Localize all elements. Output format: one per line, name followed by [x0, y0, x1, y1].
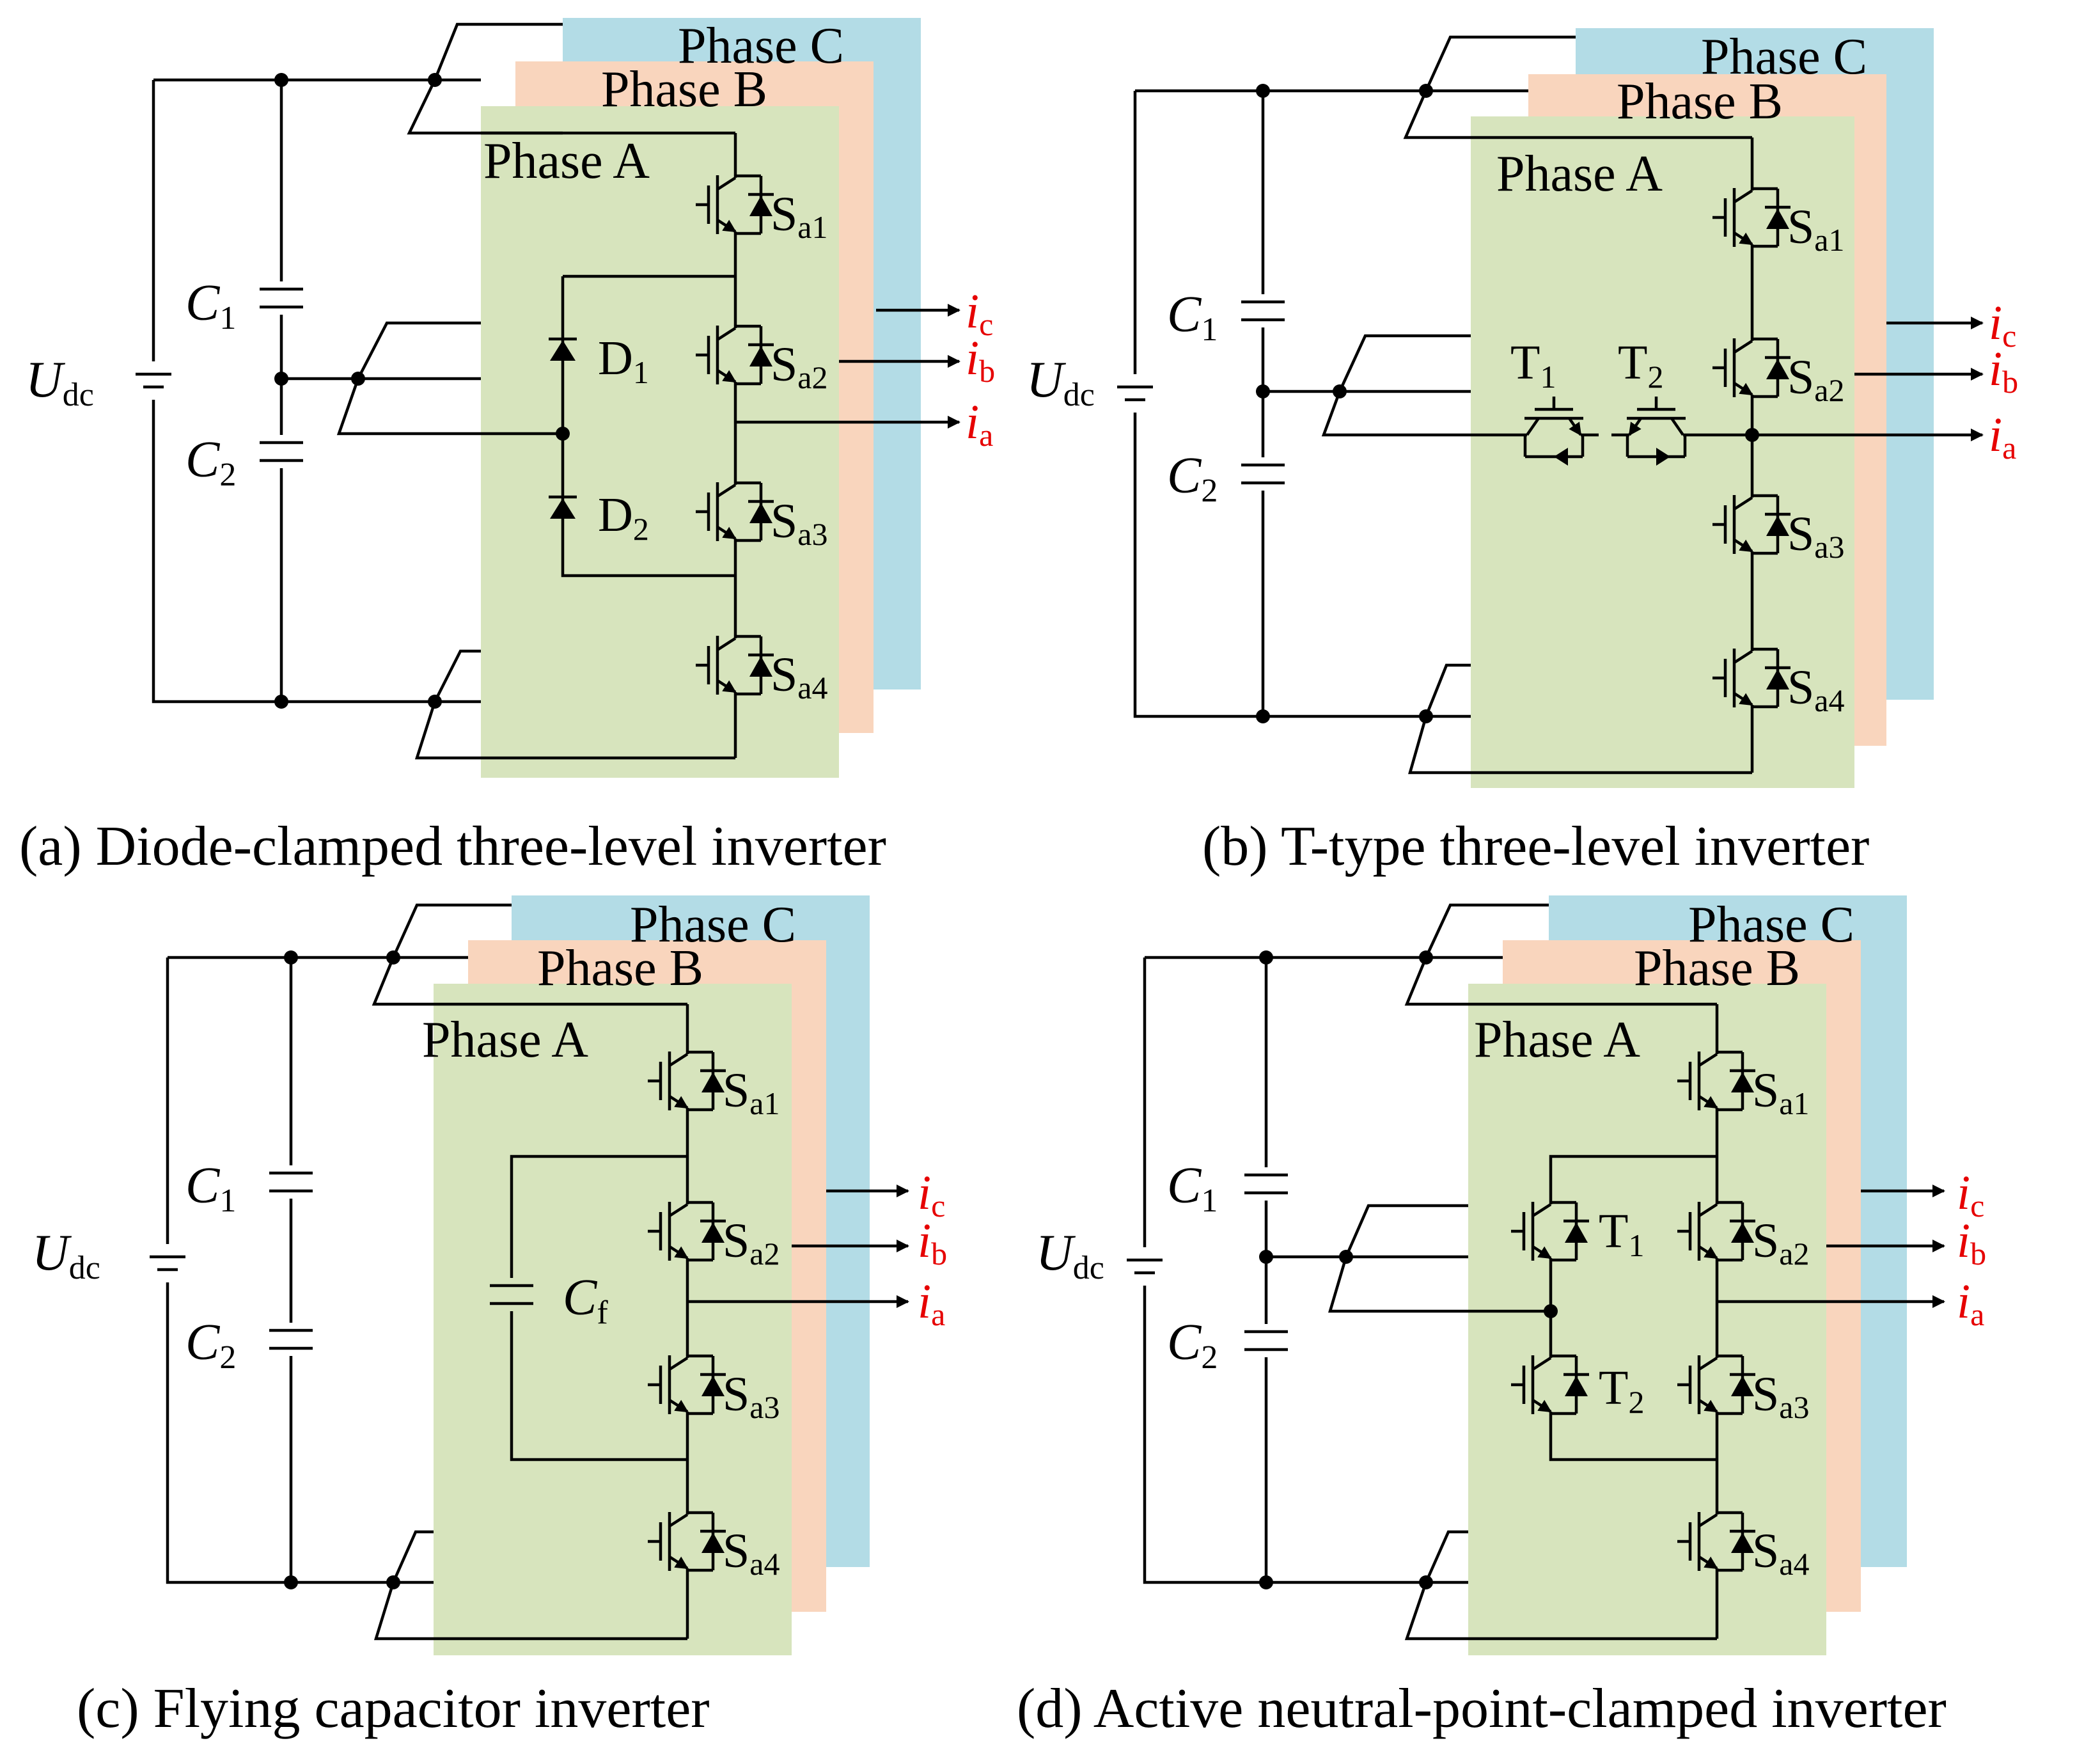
cap-label-c1: C1: [185, 275, 236, 336]
phase-a-plate: [1468, 984, 1826, 1655]
phase-c-label: Phase C: [678, 18, 844, 74]
udc-label: Udc: [32, 1225, 100, 1286]
panel-d: Phase C Phase B Phase A Sa1 Sa2 Sa3: [1017, 895, 1986, 1740]
aux-label-t2: T2: [1599, 1361, 1644, 1420]
phase-a-label: Phase A: [1474, 1012, 1640, 1068]
current-label-ic: ic: [1989, 296, 2016, 354]
current-label-ic: ic: [918, 1166, 945, 1224]
switch-label-sa4: Sa4: [723, 1524, 780, 1582]
switch-label-sa3: Sa3: [1752, 1367, 1809, 1425]
caption-d: (d) Active neutral-point-clamped inverte…: [1017, 1678, 1947, 1740]
switch-label-sa1: Sa1: [723, 1064, 780, 1121]
switch-label-sa3: Sa3: [723, 1367, 780, 1425]
udc-label: Udc: [1036, 1225, 1104, 1286]
aux-label-t1: T1: [1599, 1204, 1644, 1263]
switch-label-sa3: Sa3: [1787, 507, 1844, 565]
switch-label-sa1: Sa1: [1752, 1064, 1809, 1121]
current-label-ib: ib: [1989, 342, 2018, 400]
phase-a-label: Phase A: [1496, 146, 1663, 202]
switch-label-sa4: Sa4: [771, 648, 827, 705]
cap-label-c2: C2: [185, 432, 236, 493]
udc-label: Udc: [26, 352, 94, 413]
aux-label-t1: T1: [1510, 336, 1556, 395]
current-label-ia: ia: [1957, 1275, 1984, 1332]
panel-b: Phase C Phase B Phase A Sa1 Sa2 Sa: [1026, 28, 2018, 878]
current-label-ib: ib: [1957, 1214, 1986, 1272]
current-label-ia: ia: [1989, 408, 2016, 466]
current-label-ic: ic: [1957, 1166, 1984, 1224]
phase-b-label: Phase B: [1634, 940, 1800, 997]
phase-a-label: Phase A: [483, 133, 650, 189]
cap-label-c1: C1: [185, 1158, 236, 1219]
aux-label-t2: T2: [1618, 336, 1663, 395]
switch-label-sa2: Sa2: [1787, 351, 1844, 408]
caption-c: (c) Flying capacitor inverter: [77, 1678, 710, 1740]
switch-label-sa1: Sa1: [771, 187, 827, 245]
phase-a-label: Phase A: [422, 1012, 588, 1068]
cap-label-c1: C1: [1167, 287, 1218, 348]
switch-label-sa2: Sa2: [771, 338, 827, 395]
switch-label-sa3: Sa3: [771, 494, 827, 552]
phase-c-label: Phase C: [630, 897, 796, 953]
cap-label-c2: C2: [1167, 1314, 1218, 1376]
current-label-ib: ib: [966, 331, 995, 389]
current-label-ia: ia: [966, 395, 993, 453]
panel-a: Phase C Phase B Phase A: [19, 18, 995, 878]
cap-label-cf: Cf: [563, 1270, 608, 1331]
switch-label-sa2: Sa2: [1752, 1214, 1809, 1272]
switch-label-sa2: Sa2: [723, 1214, 780, 1272]
current-label-ia: ia: [918, 1275, 945, 1332]
switch-label-sa4: Sa4: [1752, 1524, 1809, 1582]
phase-c-label: Phase C: [1688, 897, 1854, 953]
panel-c: Phase C Phase B Phase A Sa1 Sa2 Sa3 Sa4 …: [32, 895, 947, 1740]
phase-a-plate: [481, 106, 839, 778]
cap-label-c1: C1: [1167, 1158, 1218, 1219]
phase-b-label: Phase B: [601, 61, 767, 118]
switch-label-sa1: Sa1: [1787, 200, 1844, 258]
phase-b-label: Phase B: [1617, 74, 1783, 130]
current-label-ic: ic: [966, 285, 993, 342]
diode-label-d2: D2: [598, 488, 649, 547]
current-label-ib: ib: [918, 1214, 947, 1272]
caption-b: (b) T-type three-level inverter: [1202, 815, 1869, 878]
switch-label-sa4: Sa4: [1787, 661, 1844, 718]
diode-label-d1: D1: [598, 331, 649, 390]
caption-a: (a) Diode-clamped three-level inverter: [19, 815, 886, 878]
phase-a-plate: [434, 984, 792, 1655]
udc-label: Udc: [1026, 352, 1095, 413]
cap-label-c2: C2: [1167, 448, 1218, 509]
cap-label-c2: C2: [185, 1314, 236, 1376]
phase-b-label: Phase B: [537, 940, 703, 997]
phase-c-label: Phase C: [1701, 29, 1867, 85]
